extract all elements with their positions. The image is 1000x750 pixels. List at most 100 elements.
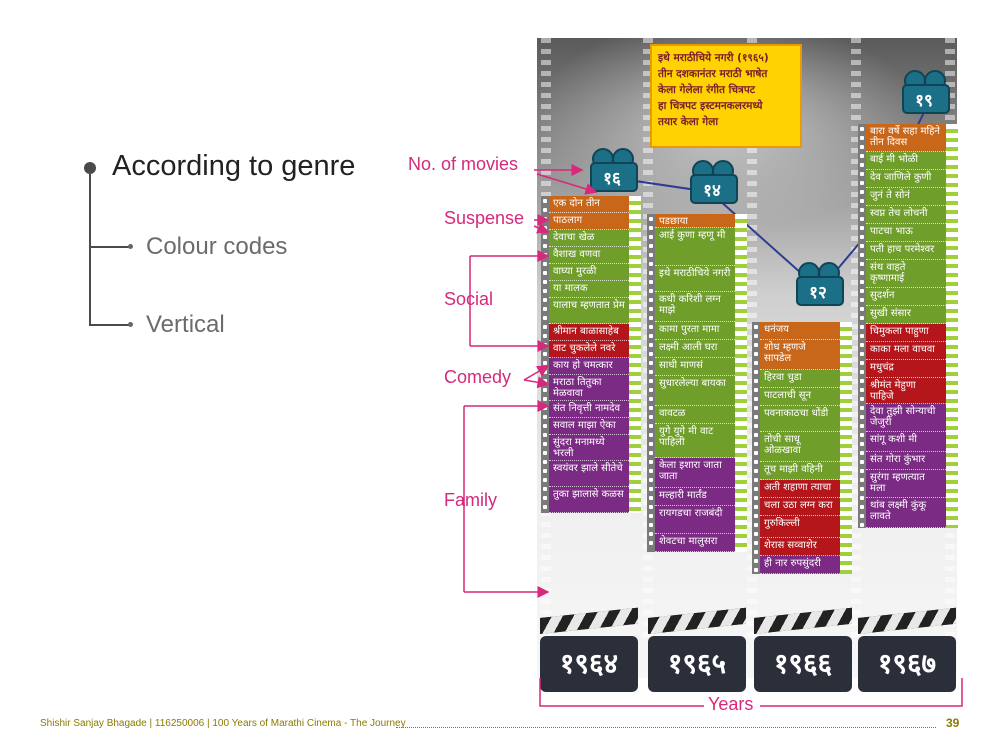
film-title: देव जाणिले कुणी: [866, 170, 946, 188]
note-line: हा चित्रपट इस्टमनकलरमध्ये: [658, 100, 763, 112]
film-title: सुधारलेल्या बायका: [655, 376, 735, 406]
film-rail: [735, 214, 747, 552]
tree-branch: [89, 324, 129, 326]
film-title: काय हो चमत्कार: [549, 358, 629, 375]
camera-icon: [690, 174, 738, 204]
year-clapper: १९६६: [754, 607, 852, 693]
film-title: वैशाख वणवा: [549, 247, 629, 264]
film-rail: [840, 322, 852, 574]
film-title: पती हाच परमेश्वर: [866, 242, 946, 260]
film-title: देवाचा खेळ: [549, 230, 629, 247]
film-rail: [629, 196, 641, 513]
film-title: चला उठा लग्न करा: [760, 498, 840, 516]
film-title: वाट चुकलेले नवरे: [549, 341, 629, 358]
film-title: आई कुणा म्हणू मी: [655, 228, 735, 266]
film-title: अती शहाणा त्याचा: [760, 480, 840, 498]
film-title: केला इशारा जाता जाता: [655, 458, 735, 488]
film-title: संत निवृत्ती नामदेव: [549, 401, 629, 418]
film-title: शेवटचा मालुसरा: [655, 534, 735, 552]
label-suspense: Suspense: [444, 208, 525, 228]
film-title: पाटलाची सून: [760, 388, 840, 406]
film-title: बारा वर्षे सहा महिने तीन दिवस: [866, 124, 946, 152]
year-clapper: १९६५: [648, 607, 746, 693]
note-line: तीन दशकानंतर मराठी भाषेत: [658, 68, 768, 80]
film-title: मराठा तितुका मेळवावा: [549, 375, 629, 401]
sprocket-holes: [858, 124, 866, 528]
film-rail: [946, 124, 958, 528]
film-title: कामा पुरता मामा: [655, 322, 735, 340]
film-title: शेरास सव्वाशेर: [760, 538, 840, 556]
page-number: 39: [946, 716, 960, 730]
film-title: श्रीमान बाळासाहेब: [549, 324, 629, 341]
film-title: रायगडचा राजबंदी: [655, 506, 735, 534]
film-title: एक दोन तीन: [549, 196, 629, 213]
note-line: केला गेलेला रंगीत चित्रपट: [658, 84, 756, 96]
year-label: १९६६: [773, 647, 833, 680]
outline-title: According to genre: [112, 150, 356, 182]
film-title: सुखी संसार: [866, 306, 946, 324]
film-title: चिमुकला पाहुणा: [866, 324, 946, 342]
film-title: युगे युगे मी वाट पाहिली: [655, 424, 735, 458]
film-title: वाघ्या मुरळी: [549, 264, 629, 281]
film-title: स्वप्न तेच लोचनी: [866, 206, 946, 224]
film-title: पवनाकाठचा धोंडी: [760, 406, 840, 432]
film-title: तुका झालासे कळस: [549, 487, 629, 513]
film-title: लक्ष्मी आली घरा: [655, 340, 735, 358]
sprocket-holes: [541, 196, 549, 513]
movie-count-badge: १९: [896, 70, 954, 114]
film-title: ही नार रुपसुंदरी: [760, 556, 840, 574]
film-title: सुदर्शन: [866, 288, 946, 306]
film-title: श्रीमंत मेहुणा पाहिजे: [866, 378, 946, 404]
movie-count: १६: [603, 169, 621, 189]
sprocket-holes: [752, 322, 760, 574]
film-title: स्वयंवर झाले सीतेचे: [549, 461, 629, 487]
label-comedy: Comedy: [444, 367, 512, 387]
film-title: वावटळ: [655, 406, 735, 424]
movie-count-badge: १२: [790, 262, 848, 306]
film-title: कधी करिशी लग्न माझे: [655, 292, 735, 322]
movie-count-badge: १४: [684, 160, 742, 204]
film-title: मधुचंद्र: [866, 360, 946, 378]
tree-connector: [89, 174, 91, 326]
outline-item-vertical: Vertical: [146, 311, 225, 338]
footer-rule: [396, 727, 936, 728]
year-clapper: १९६७: [858, 607, 956, 693]
note-line: इथे मराठीचिये नगरी (१९६५): [658, 52, 769, 64]
sprocket-holes: [647, 214, 655, 552]
film-title: सवाल माझा ऐका: [549, 418, 629, 435]
genre-outline: According to genre Colour codes Vertical: [0, 0, 400, 400]
film-strip: पडछायाआई कुणा म्हणू मीइथे मराठीचिये नगरी…: [647, 214, 749, 552]
year-label: १९६७: [877, 647, 937, 680]
note-box: इथे मराठीचिये नगरी (१९६५) तीन दशकानंतर म…: [650, 44, 802, 148]
film-title: गुरुकिल्ली: [760, 516, 840, 538]
year-label: १९६४: [559, 647, 619, 680]
film-title: देवा तुझी सोन्याची जेजुरी: [866, 404, 946, 432]
film-title: तूच माझी वहिनी: [760, 462, 840, 480]
tree-branch: [89, 246, 129, 248]
year-label: १९६५: [667, 647, 727, 680]
film-title: मल्हारी मार्तंड: [655, 488, 735, 506]
outline-bullet: [128, 322, 133, 327]
film-title: यालाच म्हणतात प्रेम: [549, 298, 629, 324]
film-title: पडछाया: [655, 214, 735, 228]
outline-bullet: [84, 162, 96, 174]
film-title: थांब लक्ष्मी कुंकू लावते: [866, 498, 946, 528]
outline-item-colour-codes: Colour codes: [146, 233, 288, 260]
film-title: जुनं ते सोनं: [866, 188, 946, 206]
film-title: संथ वाहते कृष्णामाई: [866, 260, 946, 288]
film-title: धनंजय: [760, 322, 840, 340]
film-perforation: [851, 38, 861, 638]
film-title: इथे मराठीचिये नगरी: [655, 266, 735, 292]
label-no-of-movies: No. of movies: [408, 154, 519, 174]
movie-count: १९: [915, 91, 933, 111]
movie-count: १४: [703, 181, 721, 201]
footer-credit: Shishir Sanjay Bhagade | 116250006 | 100…: [40, 718, 406, 729]
movie-count-badge: १६: [584, 148, 642, 192]
label-social: Social: [444, 289, 494, 309]
year-clapper: १९६४: [540, 607, 638, 693]
movie-count: १२: [809, 283, 827, 303]
film-title: पाटचा भाऊ: [866, 224, 946, 242]
